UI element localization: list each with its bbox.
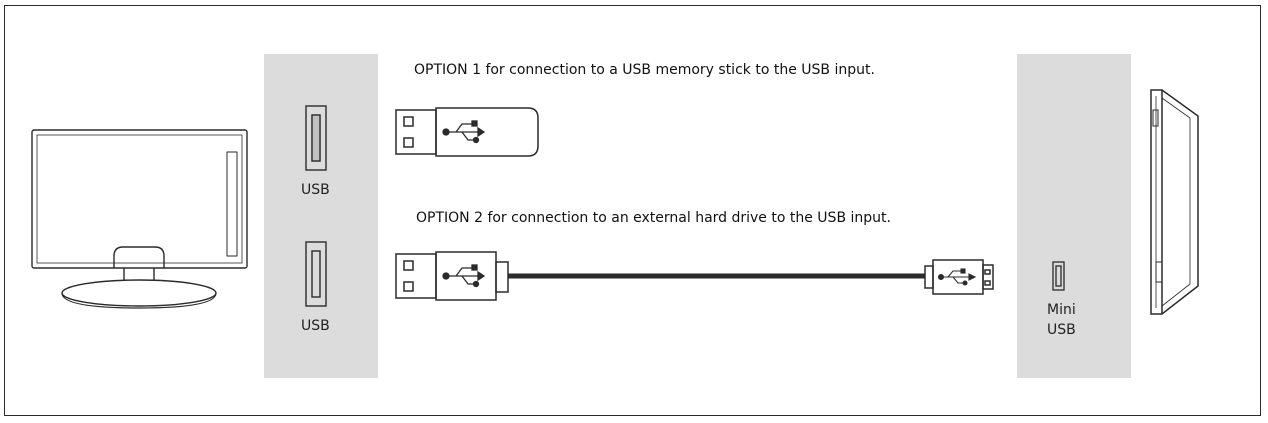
- usb-memory-stick-icon: [395, 107, 539, 157]
- mini-usb-label-line2: USB: [1047, 322, 1076, 338]
- tv-icon: [31, 129, 248, 309]
- usb-port-icon: [305, 105, 327, 171]
- usb-cable-icon: [395, 251, 994, 301]
- usb-port-label-1: USB: [301, 182, 330, 198]
- usb-port-icon: [305, 241, 327, 307]
- mini-usb-label-line1: Mini: [1047, 302, 1076, 318]
- option-1-text: OPTION 1 for connection to a USB memory …: [414, 62, 875, 78]
- usb-trident-icon: [442, 264, 486, 288]
- external-hard-drive-icon: [1150, 89, 1199, 315]
- drive-usb-panel: [1017, 54, 1131, 378]
- usb-trident-icon: [937, 268, 977, 286]
- option-2-text: OPTION 2 for connection to an external h…: [416, 210, 891, 226]
- mini-usb-port-icon: [1052, 261, 1065, 291]
- tv-usb-panel: [264, 54, 378, 378]
- usb-trident-icon: [442, 120, 486, 144]
- usb-port-label-2: USB: [301, 318, 330, 334]
